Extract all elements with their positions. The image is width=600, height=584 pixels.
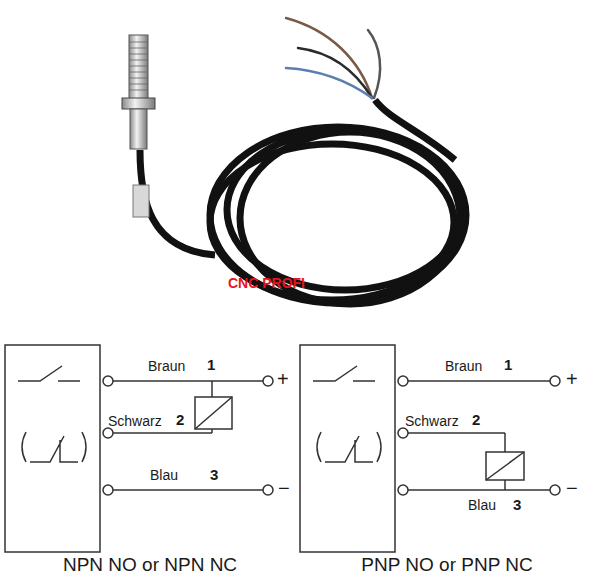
wire-color: Braun [148, 358, 185, 374]
polarity-sign: − [566, 477, 578, 500]
wire-color: Blau [150, 467, 178, 483]
pin-number: 2 [176, 411, 184, 428]
polarity-sign: − [278, 477, 290, 500]
cable-coil [140, 100, 466, 304]
pnp-wiring [300, 345, 560, 552]
wire-color: Blau [468, 497, 496, 513]
wire-color: Schwarz [108, 413, 162, 429]
npn-wiring [5, 345, 273, 552]
diagram-caption: PNP NO or PNP NC [297, 554, 597, 576]
pin-number: 1 [207, 356, 215, 373]
proximity-sensor [122, 35, 155, 217]
wire-color: Braun [445, 358, 482, 374]
pin-number: 2 [472, 411, 480, 428]
wire-ends [286, 18, 380, 98]
pin-number: 3 [513, 496, 521, 513]
diagram-caption: NPN NO or NPN NC [0, 554, 300, 576]
pin-number: 3 [210, 466, 218, 483]
polarity-sign: + [277, 368, 289, 391]
polarity-sign: + [566, 368, 578, 391]
wire-color: Schwarz [405, 413, 459, 429]
pin-number: 1 [504, 356, 512, 373]
watermark: CNC PROFI [228, 275, 305, 291]
